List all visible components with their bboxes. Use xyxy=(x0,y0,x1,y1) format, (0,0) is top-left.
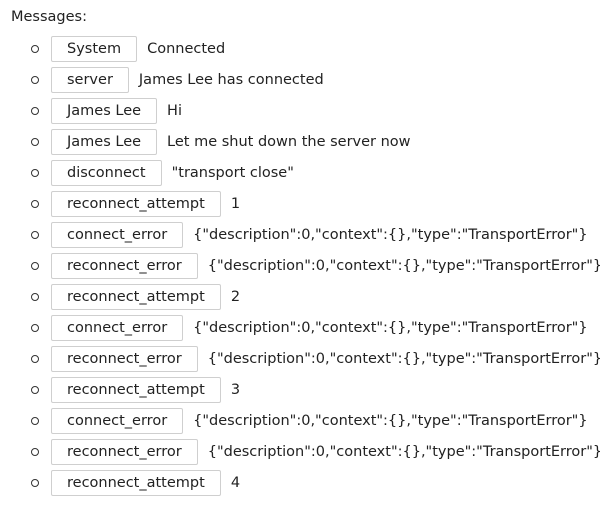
bullet-icon xyxy=(31,106,39,115)
message-tag: reconnect_error xyxy=(51,252,198,279)
message-list: System Connected server James Lee has conn… xyxy=(11,33,600,498)
message-item: connect_error {"description":0,"context":… xyxy=(31,312,600,343)
message-item: reconnect_attempt 2 xyxy=(31,281,600,312)
message-tag: connect_error xyxy=(51,221,184,248)
message-item: James Lee Hi xyxy=(31,95,600,126)
message-text: 2 xyxy=(230,288,241,305)
bullet-icon xyxy=(31,354,39,363)
message-text: {"description":0,"context":{},"type":"Tr… xyxy=(193,412,588,429)
message-item: reconnect_error {"description":0,"context… xyxy=(31,436,600,467)
bullet-icon xyxy=(31,199,39,208)
messages-heading: Messages: xyxy=(11,9,87,25)
bullet-icon xyxy=(31,478,39,487)
bullet-icon xyxy=(31,137,39,146)
message-item: System Connected xyxy=(31,33,600,64)
message-item: server James Lee has connected xyxy=(31,64,600,95)
message-tag: connect_error xyxy=(51,407,184,434)
message-item: disconnect "transport close" xyxy=(31,157,600,188)
message-text: Let me shut down the server now xyxy=(167,133,411,150)
message-tag: server xyxy=(51,66,129,93)
bullet-icon xyxy=(31,447,39,456)
message-item: reconnect_error {"description":0,"context… xyxy=(31,250,600,281)
message-tag: reconnect_error xyxy=(51,438,198,465)
message-tag: System xyxy=(51,35,138,62)
bullet-icon xyxy=(31,261,39,270)
bullet-icon xyxy=(31,44,39,53)
bullet-icon xyxy=(31,385,39,394)
bullet-icon xyxy=(31,323,39,332)
message-text: Connected xyxy=(147,40,226,57)
message-item: James Lee Let me shut down the server now xyxy=(31,126,600,157)
bullet-icon xyxy=(31,416,39,425)
message-text: {"description":0,"context":{},"type":"Tr… xyxy=(193,319,588,336)
message-tag: reconnect_attempt xyxy=(51,283,221,310)
bullet-icon xyxy=(31,292,39,301)
message-text: {"description":0,"context":{},"type":"Tr… xyxy=(207,257,600,274)
message-item: connect_error {"description":0,"context":… xyxy=(31,405,600,436)
message-tag: connect_error xyxy=(51,314,184,341)
bullet-icon xyxy=(31,75,39,84)
message-text: James Lee has connected xyxy=(138,71,324,88)
message-tag: James Lee xyxy=(51,97,158,124)
message-tag: reconnect_attempt xyxy=(51,190,221,217)
message-text: 3 xyxy=(230,381,241,398)
message-text: {"description":0,"context":{},"type":"Tr… xyxy=(193,226,588,243)
message-tag: disconnect xyxy=(51,159,162,186)
message-text: Hi xyxy=(167,102,182,119)
message-text: 4 xyxy=(230,474,241,491)
message-item: reconnect_attempt 4 xyxy=(31,467,600,498)
message-tag: reconnect_attempt xyxy=(51,376,221,403)
message-tag: reconnect_attempt xyxy=(51,469,221,496)
message-item: reconnect_attempt 1 xyxy=(31,188,600,219)
message-item: reconnect_attempt 3 xyxy=(31,374,600,405)
message-text: 1 xyxy=(230,195,241,212)
message-text: {"description":0,"context":{},"type":"Tr… xyxy=(207,350,600,367)
message-text: "transport close" xyxy=(171,164,294,181)
bullet-icon xyxy=(31,168,39,177)
message-item: connect_error {"description":0,"context":… xyxy=(31,219,600,250)
message-tag: reconnect_error xyxy=(51,345,198,372)
message-text: {"description":0,"context":{},"type":"Tr… xyxy=(207,443,600,460)
bullet-icon xyxy=(31,230,39,239)
message-item: reconnect_error {"description":0,"context… xyxy=(31,343,600,374)
message-tag: James Lee xyxy=(51,128,158,155)
